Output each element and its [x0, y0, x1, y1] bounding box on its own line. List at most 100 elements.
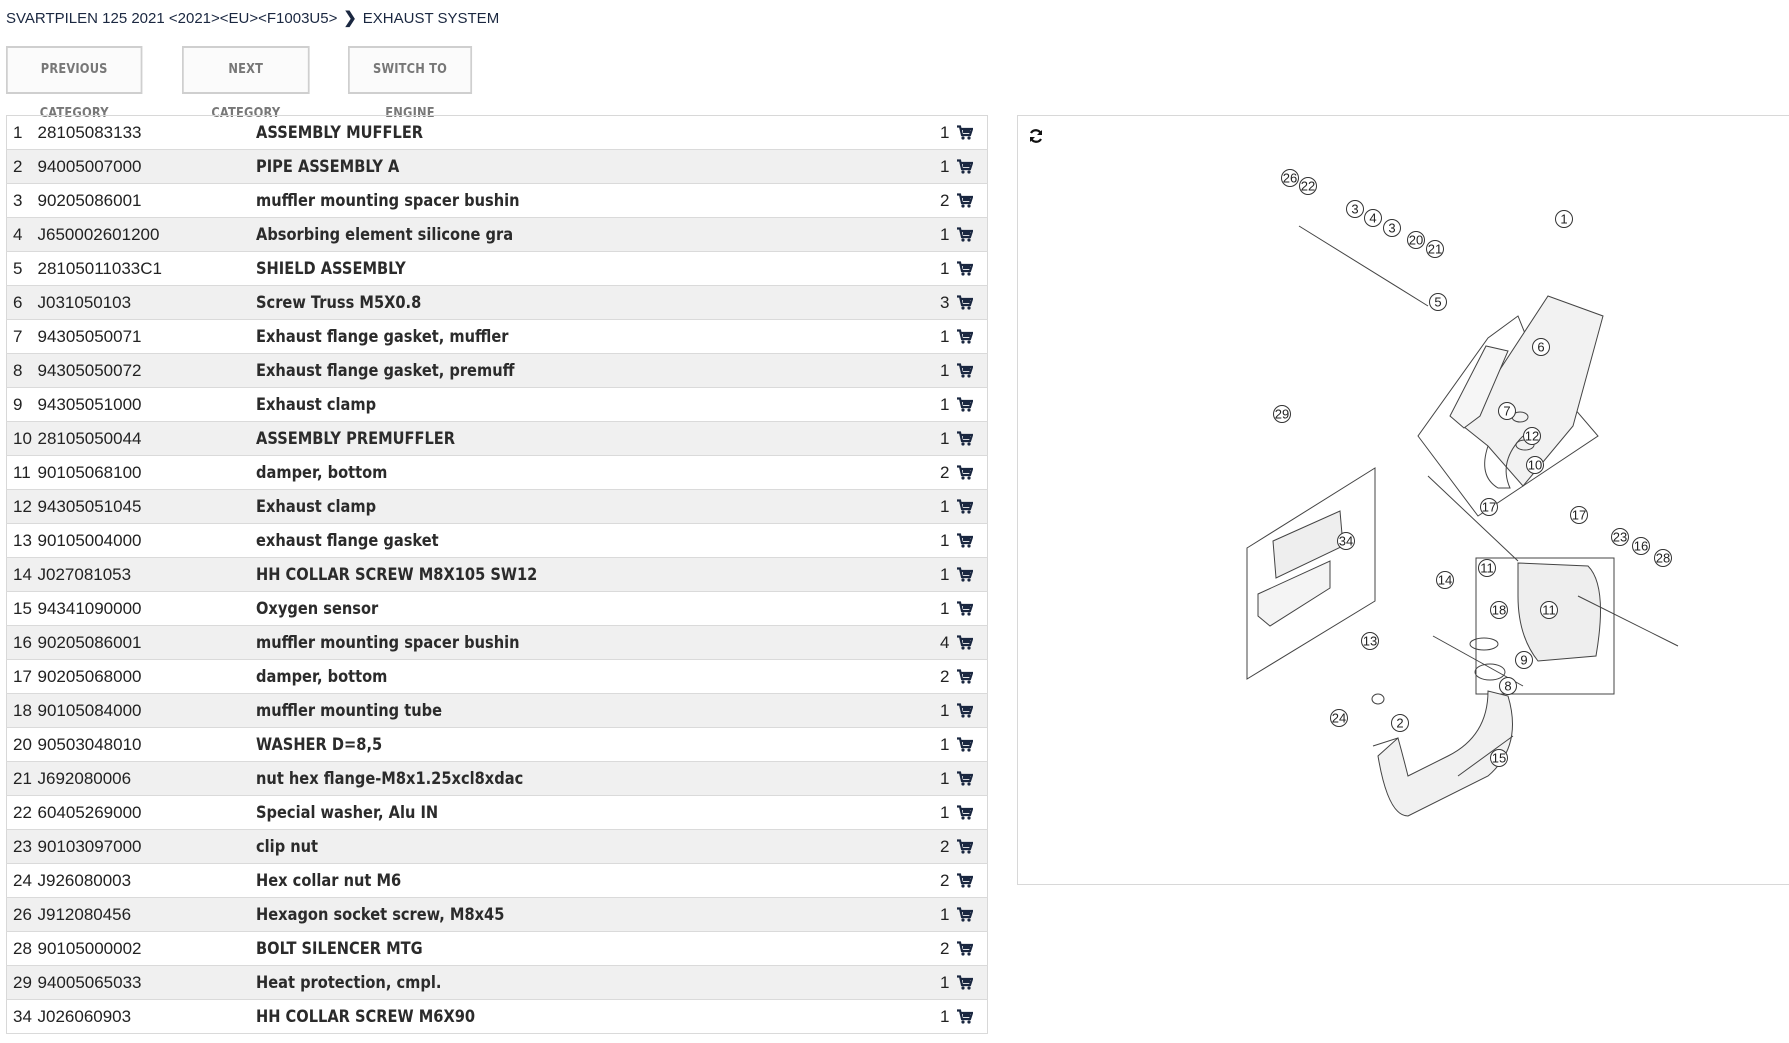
- quantity: 1: [931, 251, 956, 286]
- position-number: 16: [6, 625, 38, 660]
- part-number: J912080456: [37, 897, 256, 932]
- position-number: 20: [6, 727, 38, 762]
- callout-11[interactable]: 11: [1540, 601, 1558, 619]
- part-description: ASSEMBLY PREMUFFLER: [255, 421, 932, 456]
- part-number: 90105004000: [37, 523, 256, 558]
- previous-category-button[interactable]: PREVIOUS CATEGORY: [6, 46, 143, 121]
- callout-10[interactable]: 10: [1526, 456, 1544, 474]
- add-to-cart-button[interactable]: [955, 591, 988, 626]
- add-to-cart-button[interactable]: [955, 149, 988, 184]
- cart-icon: [956, 363, 988, 378]
- add-to-cart-button[interactable]: [955, 251, 988, 286]
- add-to-cart-button[interactable]: [955, 625, 988, 660]
- part-description-text: ASSEMBLY PREMUFFLER: [255, 428, 455, 449]
- cart-icon: [956, 295, 988, 310]
- add-to-cart-button[interactable]: [955, 999, 988, 1034]
- callout-5[interactable]: 5: [1429, 293, 1447, 311]
- callout-label: 22: [1301, 179, 1315, 194]
- callout-3[interactable]: 3: [1383, 219, 1401, 237]
- callout-23[interactable]: 23: [1611, 528, 1629, 546]
- position-number: 7: [6, 319, 38, 354]
- add-to-cart-button[interactable]: [955, 489, 988, 524]
- callout-11[interactable]: 11: [1478, 559, 1496, 577]
- part-description: Heat protection, cmpl.: [255, 965, 932, 1000]
- callout-label: 23: [1613, 530, 1627, 545]
- add-to-cart-button[interactable]: [955, 829, 988, 864]
- chevron-right-icon: ❯: [343, 10, 357, 27]
- callout-7[interactable]: 7: [1498, 402, 1516, 420]
- add-to-cart-button[interactable]: [955, 897, 988, 932]
- add-to-cart-button[interactable]: [955, 285, 988, 320]
- callout-4[interactable]: 4: [1364, 209, 1382, 227]
- add-to-cart-button[interactable]: [955, 387, 988, 422]
- callout-18[interactable]: 18: [1490, 601, 1508, 619]
- callout-16[interactable]: 16: [1632, 537, 1650, 555]
- switch-to-engine-button[interactable]: SWITCH TO ENGINE: [348, 46, 473, 121]
- callout-34[interactable]: 34: [1337, 532, 1355, 550]
- add-to-cart-button[interactable]: [955, 217, 988, 252]
- part-description: exhaust flange gasket: [255, 523, 932, 558]
- part-number: 94005065033: [37, 965, 256, 1000]
- callout-8[interactable]: 8: [1499, 677, 1517, 695]
- callout-13[interactable]: 13: [1361, 632, 1379, 650]
- callout-26[interactable]: 26: [1281, 169, 1299, 187]
- add-to-cart-button[interactable]: [955, 183, 988, 218]
- add-to-cart-button[interactable]: [955, 659, 988, 694]
- breadcrumb-model[interactable]: SVARTPILEN 125 2021 <2021><EU><F1003U5>: [6, 9, 338, 27]
- add-to-cart-button[interactable]: [955, 557, 988, 592]
- callout-15[interactable]: 15: [1490, 749, 1508, 767]
- callout-14[interactable]: 14: [1436, 571, 1454, 589]
- callout-17[interactable]: 17: [1480, 498, 1498, 516]
- add-to-cart-button[interactable]: [955, 795, 988, 830]
- callout-2[interactable]: 2: [1391, 714, 1409, 732]
- add-to-cart-button[interactable]: [955, 761, 988, 796]
- add-to-cart-button[interactable]: [955, 693, 988, 728]
- add-to-cart-button[interactable]: [955, 863, 988, 898]
- next-category-button[interactable]: NEXT CATEGORY: [182, 46, 310, 121]
- callout-17[interactable]: 17: [1570, 506, 1588, 524]
- part-description: Hex collar nut M6: [255, 863, 932, 898]
- add-to-cart-button[interactable]: [955, 965, 988, 1000]
- quantity: 1: [931, 897, 956, 932]
- part-number: 94305050072: [37, 353, 256, 388]
- callout-12[interactable]: 12: [1523, 427, 1541, 445]
- callout-24[interactable]: 24: [1330, 709, 1348, 727]
- part-description: Special washer, Alu IN: [255, 795, 932, 830]
- callout-21[interactable]: 21: [1426, 240, 1444, 258]
- callout-6[interactable]: 6: [1532, 338, 1550, 356]
- cart-icon: [956, 771, 988, 786]
- callout-29[interactable]: 29: [1273, 405, 1291, 423]
- callout-20[interactable]: 20: [1407, 231, 1425, 249]
- add-to-cart-button[interactable]: [955, 727, 988, 762]
- refresh-icon[interactable]: [1028, 128, 1044, 149]
- part-description-text: PIPE ASSEMBLY A: [255, 156, 399, 177]
- quantity: 1: [931, 727, 956, 762]
- add-to-cart-button[interactable]: [955, 421, 988, 456]
- add-to-cart-button[interactable]: [955, 319, 988, 354]
- add-to-cart-button[interactable]: [955, 353, 988, 388]
- part-description-text: Exhaust clamp: [255, 394, 376, 415]
- part-number: 90205068000: [37, 659, 256, 694]
- callout-28[interactable]: 28: [1654, 549, 1672, 567]
- callout-label: 3: [1388, 221, 1395, 236]
- cart-icon: [956, 839, 988, 854]
- add-to-cart-button[interactable]: [955, 523, 988, 558]
- callout-3[interactable]: 3: [1346, 200, 1364, 218]
- position-number: 23: [6, 829, 38, 864]
- callout-label: 24: [1332, 711, 1346, 726]
- part-description: clip nut: [255, 829, 932, 864]
- add-to-cart-button[interactable]: [955, 455, 988, 490]
- part-description-text: BOLT SILENCER MTG: [255, 938, 423, 959]
- callout-9[interactable]: 9: [1515, 651, 1533, 669]
- add-to-cart-button[interactable]: [955, 115, 988, 150]
- add-to-cart-button[interactable]: [955, 931, 988, 966]
- callout-1[interactable]: 1: [1555, 210, 1573, 228]
- quantity: 2: [931, 863, 956, 898]
- callout-22[interactable]: 22: [1299, 177, 1317, 195]
